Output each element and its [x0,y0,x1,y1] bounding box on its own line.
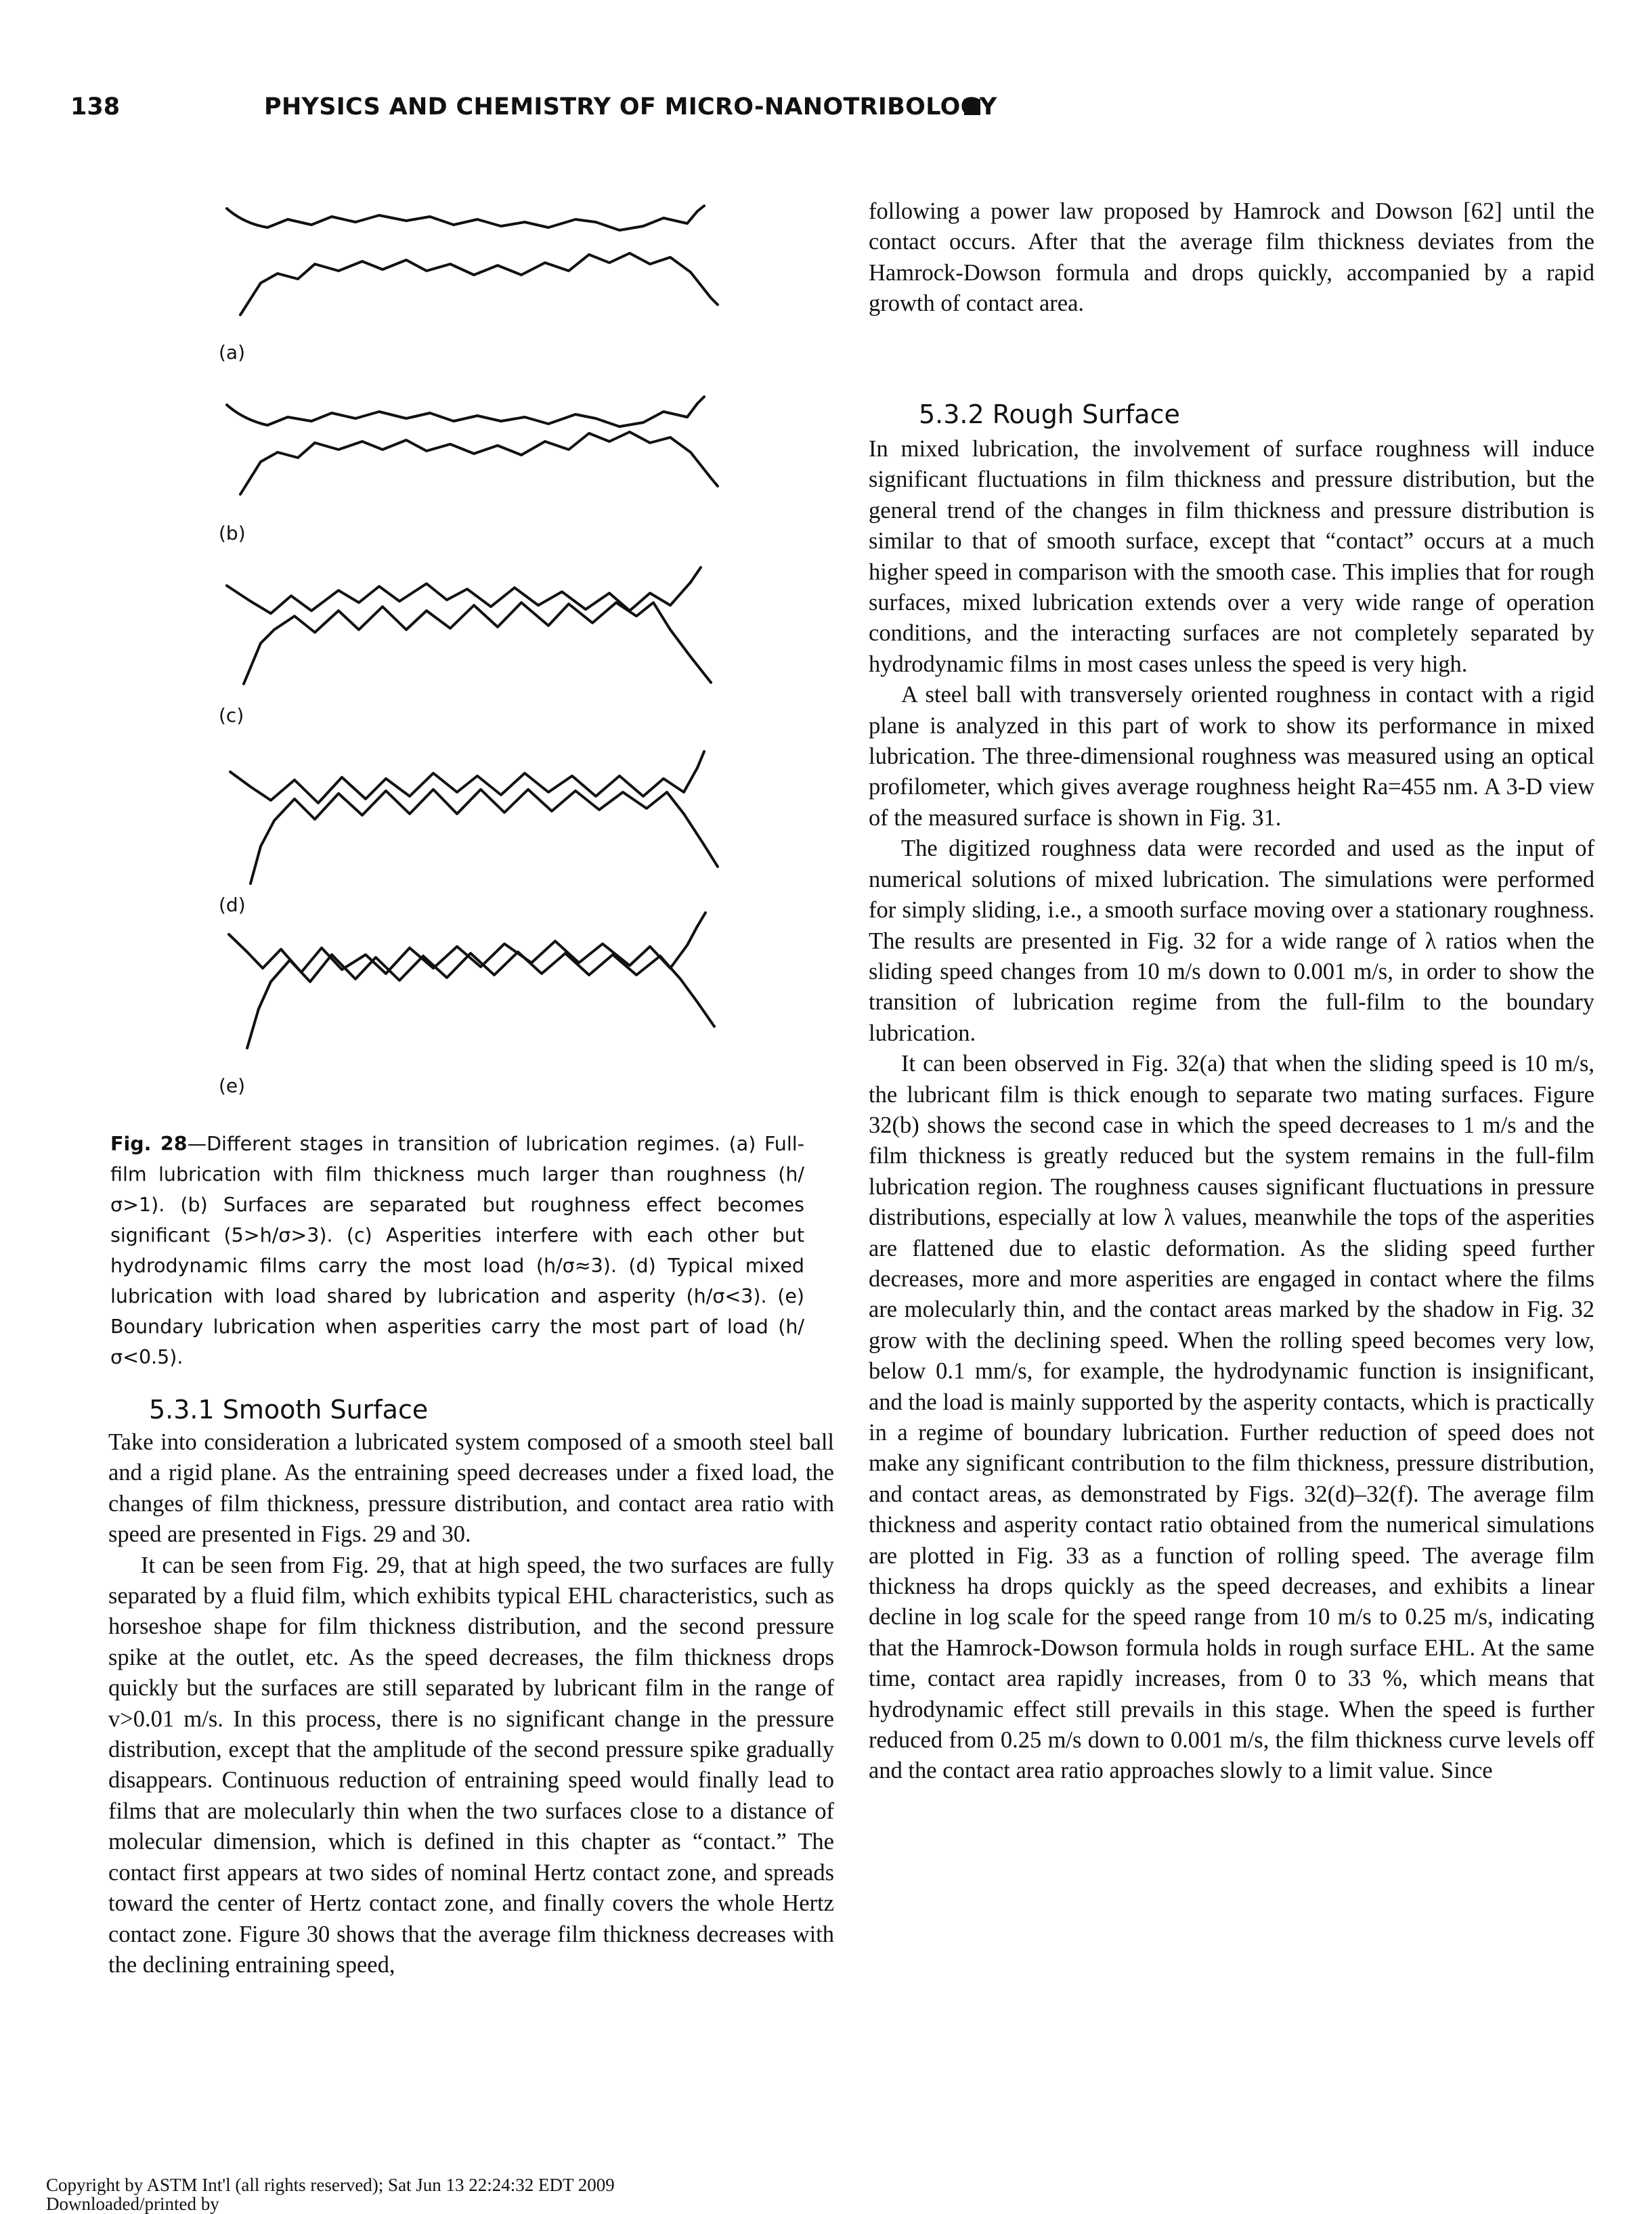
running-header: 138 PHYSICS AND CHEMISTRY OF MICRO-NANOT… [0,93,1652,134]
section-title-rough: 5.3.2 Rough Surface [919,399,1180,429]
caption-label: Fig. 28 [110,1133,188,1155]
page-number: 138 [70,93,121,121]
left-column-body: Take into consideration a lubricated sys… [108,1427,834,1980]
panel-e-upper-surface [227,911,707,975]
panel-label-b: (b) [219,522,246,544]
panel-b-upper-surface [225,395,705,428]
panel-d-lower-surface [249,788,719,885]
panel-c-upper-surface [225,566,702,615]
running-title: PHYSICS AND CHEMISTRY OF MICRO-NANOTRIBO… [264,93,997,121]
paragraph: Take into consideration a lubricated sys… [108,1429,834,1548]
panel-c-lower-surface [242,601,712,685]
caption-text: —Different stages in transition of lubri… [110,1133,804,1368]
panel-a-lower-surface [239,252,719,316]
paragraph: In mixed lubrication, the involvement of… [869,436,1594,677]
paragraph: It can been observed in Fig. 32(a) that … [869,1051,1594,1784]
figure-28-drawing [225,204,719,1049]
panel-label-a: (a) [219,341,246,364]
square-icon [964,99,980,115]
panel-label-e: (e) [219,1075,246,1097]
panel-e-lower-surface [246,951,716,1049]
figure-caption: Fig. 28—Different stages in transition o… [110,1129,804,1372]
paragraph-continuation: following a power law proposed by Hamroc… [869,198,1594,317]
paragraph: It can be seen from Fig. 29, that at hig… [108,1552,834,1978]
panel-label-d: (d) [219,894,246,916]
footer-line-1: Copyright by ASTM Int'l (all rights rese… [46,2175,615,2195]
copyright-footer: Copyright by ASTM Int'l (all rights rese… [46,2175,615,2213]
panel-d-upper-surface [229,750,705,804]
right-column-body: In mixed lubrication, the involvement of… [869,434,1594,1787]
panel-label-c: (c) [219,704,244,726]
paragraph: A steel ball with transversely oriented … [869,682,1594,831]
panel-b-lower-surface [239,431,719,496]
footer-line-2: Downloaded/printed by [46,2194,219,2214]
section-title-smooth: 5.3.1 Smooth Surface [149,1395,429,1425]
paragraph: The digitized roughness data were record… [869,835,1594,1046]
right-column-top: following a power law proposed by Hamroc… [869,196,1594,320]
figure-28: (a) (b) (c) (d) (e) [108,196,834,1124]
panel-a-upper-surface [225,204,705,232]
